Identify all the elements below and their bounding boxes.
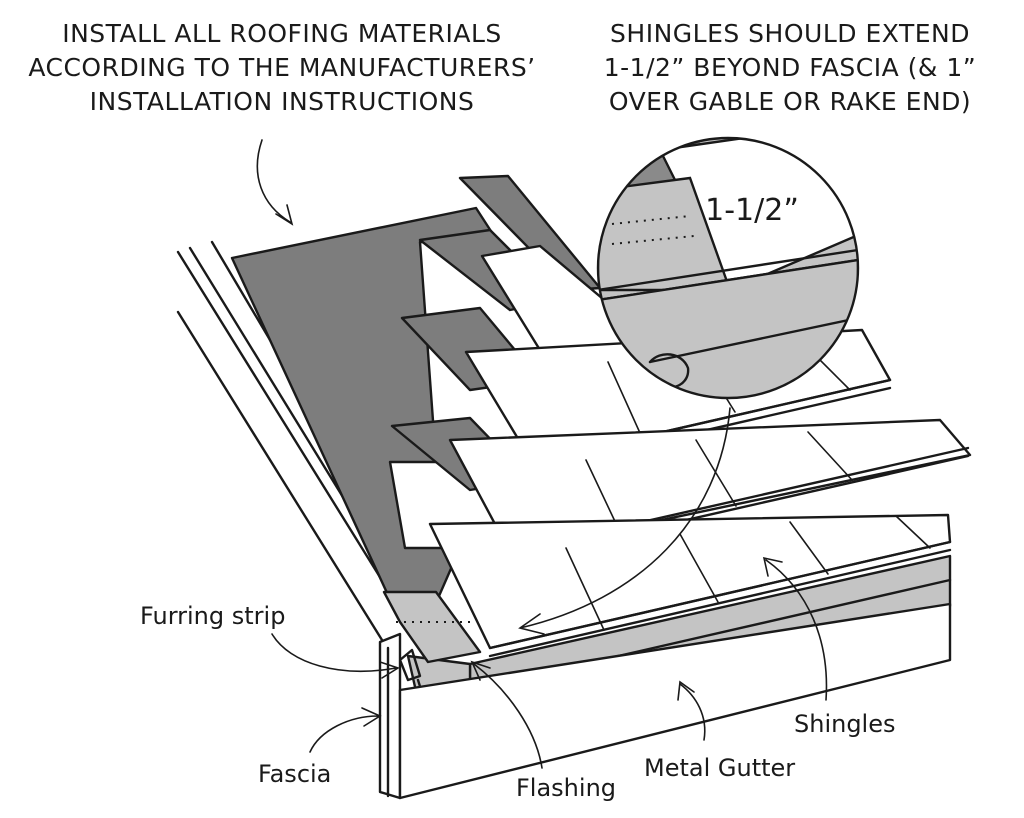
metal-gutter-pointer [677,680,706,741]
extension-note: SHINGLES SHOULD EXTEND 1-1/2” BEYOND FAS… [604,19,976,116]
measurement-label: 1-1/2” [705,193,799,228]
extension-note-line-3: OVER GABLE OR RAKE END) [609,87,971,116]
metal-gutter-label: Metal Gutter [644,754,795,782]
install-note-arrow [256,139,294,226]
extension-note-line-1: SHINGLES SHOULD EXTEND [610,19,970,48]
shingles-label: Shingles [794,710,896,738]
furring-strip [382,590,482,664]
install-note: INSTALL ALL ROOFING MATERIALS ACCORDING … [28,19,535,116]
install-note-line-2: ACCORDING TO THE MANUFACTURERS’ [28,53,535,82]
flashing-pointer [470,660,543,769]
flashing-label: Flashing [516,774,616,802]
fascia-pointer [309,707,382,753]
shingle-course-bottom [428,513,952,658]
shingles-pointer [762,556,828,701]
install-note-line-3: INSTALLATION INSTRUCTIONS [90,87,475,116]
detail-pointer-arrow [518,407,731,635]
fascia-label: Fascia [258,760,331,788]
extension-note-line-2: 1-1/2” BEYOND FASCIA (& 1” [604,53,976,82]
furring-strip-pointer [271,633,400,679]
install-note-line-1: INSTALL ALL ROOFING MATERIALS [62,19,502,48]
flashing [398,648,422,682]
furring-strip-label: Furring strip [140,602,285,630]
